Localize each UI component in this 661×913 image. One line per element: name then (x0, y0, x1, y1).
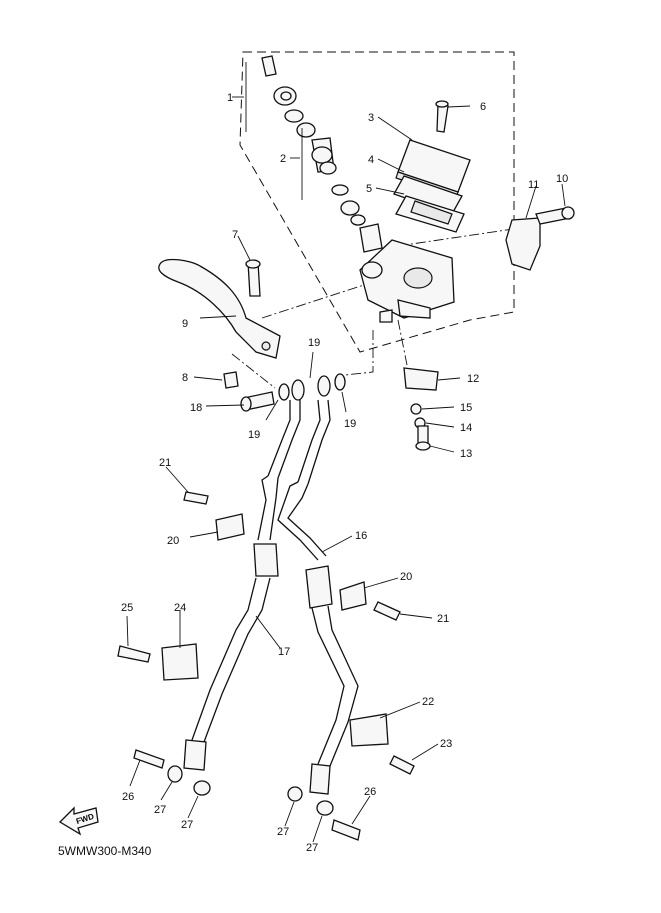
callout-1: 1 (227, 92, 233, 104)
callout-18: 18 (190, 402, 202, 414)
callout-27a: 27 (154, 804, 166, 816)
callout-23: 23 (440, 738, 452, 750)
callout-labels: 1 2 3 4 5 6 7 8 9 10 11 12 13 14 15 16 1… (121, 92, 568, 854)
callout-27c: 27 (277, 826, 289, 838)
callout-3: 3 (368, 112, 374, 124)
callout-10: 10 (556, 173, 568, 185)
callout-20a: 20 (167, 535, 179, 547)
callout-21a: 21 (159, 457, 171, 469)
callout-14: 14 (460, 422, 472, 434)
brake-hoses-upper (257, 399, 331, 561)
callout-17: 17 (278, 646, 290, 658)
union-bolt-set (223, 371, 346, 412)
callout-2: 2 (280, 153, 286, 165)
callout-13: 13 (460, 448, 472, 460)
callout-21b: 21 (437, 613, 449, 625)
callout-7: 7 (232, 229, 238, 241)
callout-12: 12 (467, 373, 479, 385)
callout-27b: 27 (181, 819, 193, 831)
callout-25: 25 (121, 602, 133, 614)
brake-lever (158, 258, 281, 359)
callout-16: 16 (355, 530, 367, 542)
alignment-lines (231, 227, 521, 389)
callout-11: 11 (528, 179, 539, 191)
callout-24: 24 (174, 602, 186, 614)
callout-4: 4 (368, 154, 374, 166)
callout-9: 9 (182, 318, 188, 330)
callout-19b: 19 (248, 429, 260, 441)
callout-27d: 27 (306, 842, 318, 854)
callout-19a: 19 (308, 337, 320, 349)
callout-8: 8 (182, 372, 188, 384)
leader-lines (126, 62, 566, 843)
clamps-and-brackets (117, 491, 415, 841)
callout-19c: 19 (344, 418, 356, 430)
brake-hoses-lower (183, 543, 359, 795)
brake-switch (403, 367, 439, 451)
callout-20b: 20 (400, 571, 412, 583)
callout-6: 6 (480, 101, 486, 113)
fwd-arrow-icon: FWD (58, 806, 99, 836)
master-cylinder-body (359, 239, 455, 323)
assembly-boundary (239, 51, 515, 353)
diagram-code: 5WMW300-M340 (58, 844, 152, 858)
callout-26b: 26 (364, 786, 376, 798)
master-cylinder-kit (261, 55, 383, 253)
callout-15: 15 (460, 402, 472, 414)
callout-5: 5 (366, 183, 372, 195)
reservoir-cap-assembly (393, 100, 471, 233)
handlebar-holder (505, 206, 575, 271)
callout-22: 22 (422, 696, 434, 708)
callout-26a: 26 (122, 791, 134, 803)
